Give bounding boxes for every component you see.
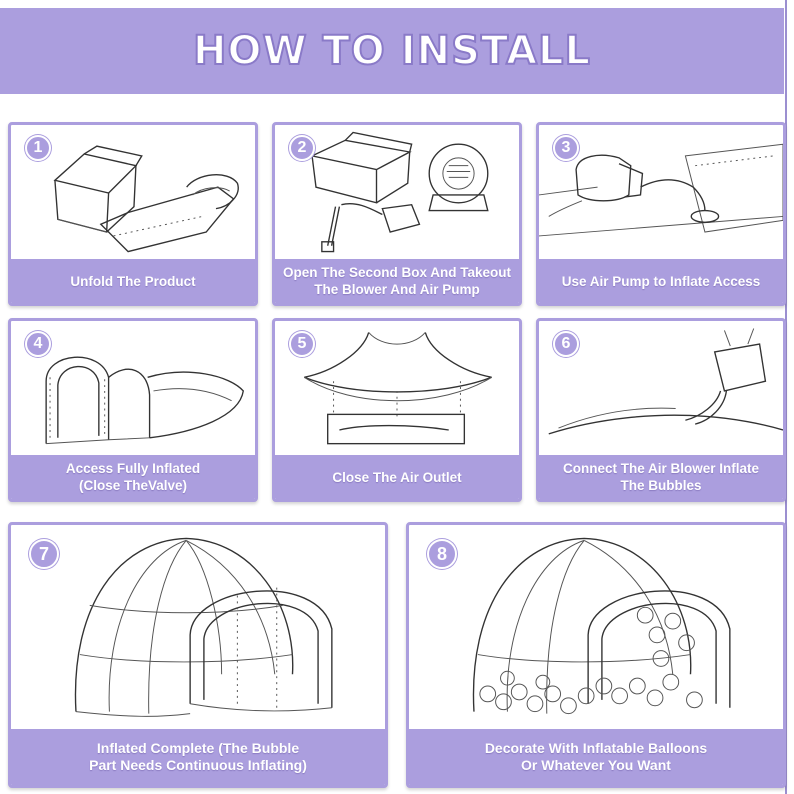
step-card-5: 5 Close The Air Outlet bbox=[272, 318, 522, 502]
step-caption: Access Fully Inflated (Close TheValve) bbox=[11, 455, 255, 499]
title-banner: HOW TO INSTALL bbox=[0, 8, 784, 94]
step-card-1: 1 Unfold The Product bbox=[8, 122, 258, 306]
step-number-badge: 8 bbox=[427, 539, 457, 569]
step-caption-text: Use Air Pump to Inflate Access bbox=[561, 273, 761, 289]
air-outlet-sketch-icon bbox=[275, 321, 519, 457]
edge-rule bbox=[785, 0, 787, 794]
step-caption-text: Close The Air Outlet bbox=[332, 469, 462, 485]
page-title: HOW TO INSTALL bbox=[192, 27, 592, 75]
step-card-7: 7 Inflated Complete (The Bubble Part Nee… bbox=[8, 522, 388, 788]
step-caption: Close The Air Outlet bbox=[275, 455, 519, 499]
step-caption: Open The Second Box And Takeout The Blow… bbox=[275, 259, 519, 303]
step-card-3: 3 Use Air Pump to Inflate Access bbox=[536, 122, 786, 306]
balloons-sketch-icon bbox=[409, 525, 783, 729]
tunnel-sketch-icon bbox=[11, 321, 255, 457]
bubble-tent-sketch-icon bbox=[11, 525, 385, 729]
step-caption: Decorate With Inflatable Balloons Or Wha… bbox=[409, 729, 783, 785]
step-caption: Use Air Pump to Inflate Access bbox=[539, 259, 783, 303]
step-card-4: 4 Access Fully Inflated (Close TheValve) bbox=[8, 318, 258, 502]
step-card-2: 2 Open The Second Box And Takeout The Bl… bbox=[272, 122, 522, 306]
step-caption: Inflated Complete (The Bubble Part Needs… bbox=[11, 729, 385, 785]
step-caption: Connect The Air Blower Inflate The Bubbl… bbox=[539, 455, 783, 499]
step-caption-text: Access Fully Inflated (Close TheValve) bbox=[65, 461, 201, 493]
step-card-6: 6 Connect The Air Blower Inflate The Bub… bbox=[536, 318, 786, 502]
step-number-badge: 6 bbox=[553, 331, 579, 357]
step-number-badge: 5 bbox=[289, 331, 315, 357]
step-card-8: 8 Decorate With Inflatable Balloons Or W… bbox=[406, 522, 786, 788]
step-caption-text: Open The Second Box And Takeout The Blow… bbox=[282, 265, 512, 297]
step-number-badge: 1 bbox=[25, 135, 51, 161]
step-caption-text: Connect The Air Blower Inflate The Bubbl… bbox=[562, 461, 760, 493]
step-number-badge: 4 bbox=[25, 331, 51, 357]
step-number-badge: 2 bbox=[289, 135, 315, 161]
step-caption-text: Decorate With Inflatable Balloons Or Wha… bbox=[484, 740, 708, 773]
step-number-badge: 7 bbox=[29, 539, 59, 569]
air-pump-sketch-icon bbox=[539, 125, 783, 261]
box-sketch-icon bbox=[11, 125, 255, 261]
blower-sketch-icon bbox=[275, 125, 519, 261]
blower-connect-sketch-icon bbox=[539, 321, 783, 457]
step-caption: Unfold The Product bbox=[11, 259, 255, 303]
step-caption-text: Inflated Complete (The Bubble Part Needs… bbox=[89, 740, 307, 773]
step-number-badge: 3 bbox=[553, 135, 579, 161]
step-caption-text: Unfold The Product bbox=[70, 273, 196, 289]
